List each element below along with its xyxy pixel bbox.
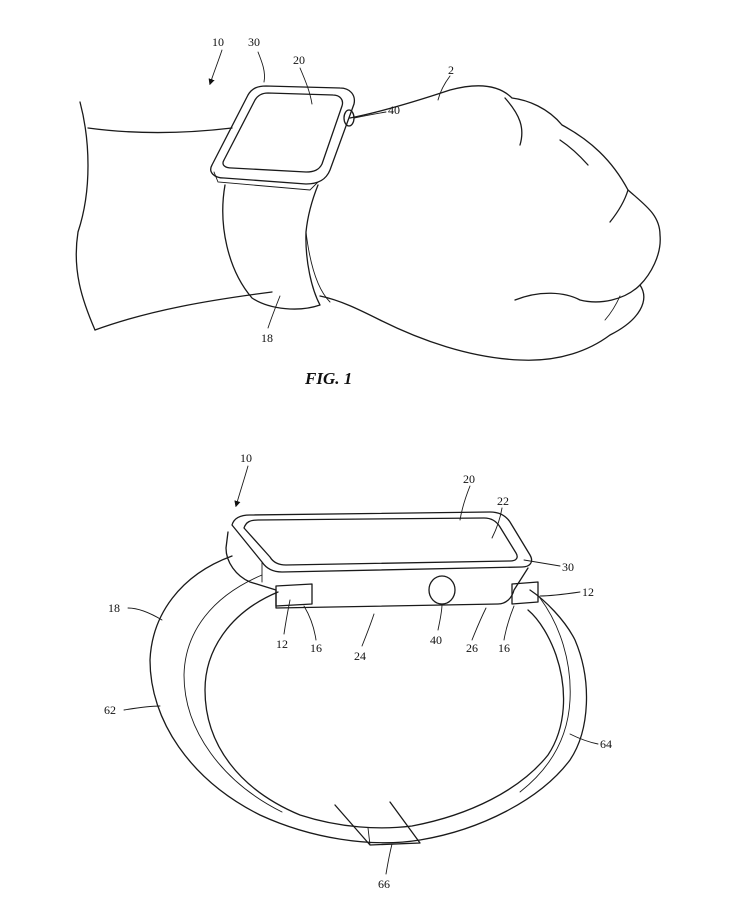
fig2-lug-right <box>511 581 539 605</box>
fig1-caption: FIG. 1 <box>304 369 352 388</box>
fig1-sleeve <box>75 101 96 331</box>
fig2-label-slot-right: 16 <box>498 641 510 655</box>
fig1-label-wrist: 2 <box>448 63 454 77</box>
fig2-label-device: 10 <box>240 451 252 465</box>
fig2-leader-16l <box>303 605 317 641</box>
fig1-thumb <box>514 284 641 303</box>
fig1-fist-knuckle <box>504 97 523 146</box>
fig2-leader-66 <box>385 843 393 875</box>
fig1-leader-2 <box>437 75 451 101</box>
fig2-label-crown: 40 <box>430 633 442 647</box>
fig1-leader-40 <box>353 111 387 119</box>
fig1-label-crown: 40 <box>388 103 400 117</box>
fig1-leader-30 <box>257 51 265 83</box>
fig2-leader-18 <box>127 607 163 621</box>
fig2-band-outer <box>149 555 588 844</box>
fig2-leader-30 <box>523 559 561 567</box>
fig1-label-display: 20 <box>293 53 305 67</box>
fig2-label-side: 26 <box>466 641 478 655</box>
fig1-label-band: 18 <box>261 331 273 345</box>
fig2-label-band-part-left: 62 <box>104 703 116 717</box>
fig2-label-lug-left: 12 <box>276 637 288 651</box>
fig2-leader-22 <box>491 507 503 539</box>
fig2-watch-display <box>243 517 518 566</box>
fig1-drawing <box>75 85 661 361</box>
fig1-arrow-10 <box>208 49 223 86</box>
fig2-label-slot-left: 16 <box>310 641 322 655</box>
fig2-crown <box>428 575 456 605</box>
fig1-leader-18 <box>267 295 281 329</box>
fig2-leader-62 <box>123 705 161 711</box>
fig1-band-edge <box>305 231 331 303</box>
fig2-clasp <box>334 801 421 846</box>
fig2-leader-16r <box>503 605 515 641</box>
fig2-label-housing: 30 <box>562 560 574 574</box>
fig2-leader-24 <box>361 613 375 647</box>
fig2-leader-40 <box>437 603 443 631</box>
fig1-leader-20 <box>299 67 313 105</box>
fig2-label-lug-right: 12 <box>582 585 594 599</box>
fig2-label-display: 20 <box>463 472 475 486</box>
fig2-leader-12r <box>539 591 581 597</box>
fig2-band-inner <box>204 591 565 829</box>
fig2-arrow-10 <box>234 465 249 508</box>
fig2-leader-12l <box>283 599 291 635</box>
fig1-arm-top <box>87 127 233 134</box>
fig2-leader-26 <box>471 607 487 641</box>
fig2-drawing <box>149 511 588 846</box>
fig2-label-cover: 22 <box>497 494 509 508</box>
fig2-leader-20 <box>459 485 471 521</box>
fig2-band-mid-right <box>519 597 571 793</box>
fig1-finger-1 <box>559 139 589 166</box>
fig1-label-device: 10 <box>212 35 224 49</box>
fig2-label-band: 18 <box>108 601 120 615</box>
fig1-watch-display <box>222 92 344 173</box>
fig1-hand-top <box>319 85 661 361</box>
fig1-watch-base <box>213 171 319 191</box>
fig2-label-bottom: 24 <box>354 649 366 663</box>
fig1-arm-bottom <box>94 291 273 331</box>
fig2-label-band-part-right: 64 <box>600 737 612 751</box>
fig2-label-clasp: 66 <box>378 877 390 891</box>
fig1-label-housing: 30 <box>248 35 260 49</box>
fig2-leader-64 <box>569 733 599 745</box>
fig1-thumb-line <box>604 295 621 321</box>
fig1-finger-2 <box>609 189 629 223</box>
fig2-watch-top <box>231 511 533 573</box>
fig2-lug-left <box>275 583 313 607</box>
fig1-band <box>222 184 321 310</box>
fig1-watch-housing <box>210 85 356 185</box>
fig2-clasp-line <box>367 827 371 846</box>
fig2-band-mid <box>183 574 283 813</box>
